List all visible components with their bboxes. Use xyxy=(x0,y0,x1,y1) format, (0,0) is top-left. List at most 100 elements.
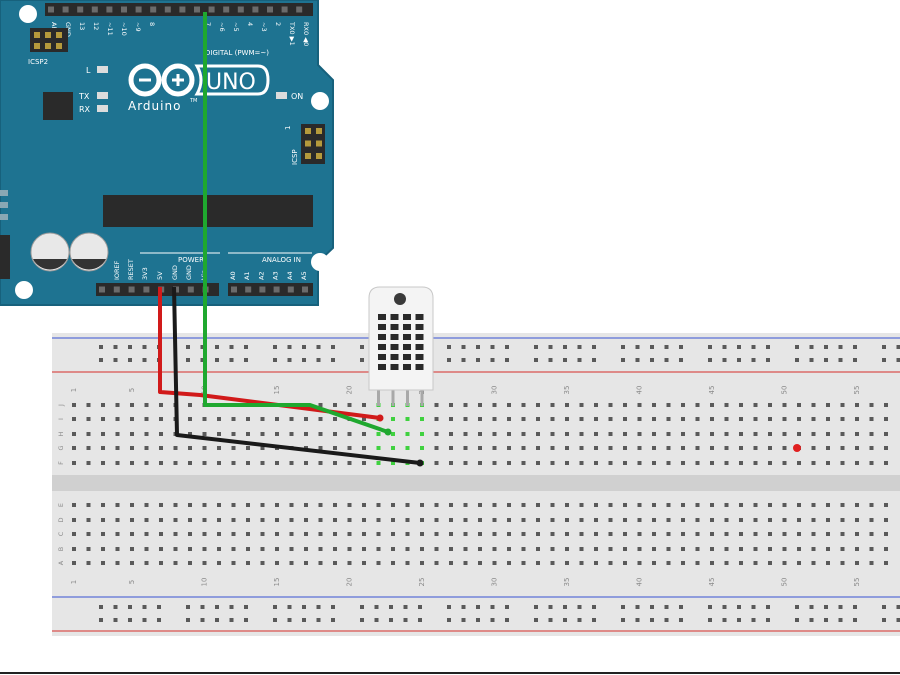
terminal-hole[interactable] xyxy=(289,417,294,421)
terminal-hole[interactable] xyxy=(782,503,787,507)
header-pin[interactable] xyxy=(273,286,280,293)
terminal-hole[interactable] xyxy=(565,417,569,421)
terminal-hole[interactable] xyxy=(826,561,830,565)
terminal-hole[interactable] xyxy=(797,547,801,551)
terminal-hole[interactable] xyxy=(753,461,758,465)
rail-hole[interactable] xyxy=(534,358,538,362)
terminal-hole[interactable] xyxy=(72,461,76,465)
terminal-hole[interactable] xyxy=(608,561,613,565)
rail-hole[interactable] xyxy=(708,345,712,349)
terminal-hole[interactable] xyxy=(695,518,700,522)
terminal-hole[interactable] xyxy=(275,547,279,551)
terminal-hole[interactable] xyxy=(666,561,671,565)
terminal-hole[interactable] xyxy=(260,461,265,465)
terminal-hole[interactable] xyxy=(797,518,801,522)
terminal-hole[interactable] xyxy=(594,547,598,551)
rail-hole[interactable] xyxy=(447,358,451,362)
terminal-hole[interactable] xyxy=(637,461,642,465)
rail-hole[interactable] xyxy=(896,358,900,362)
terminal-hole[interactable] xyxy=(144,561,149,565)
terminal-hole[interactable] xyxy=(521,446,526,450)
terminal-hole[interactable] xyxy=(666,547,671,551)
rail-hole[interactable] xyxy=(548,358,553,362)
rail-hole[interactable] xyxy=(186,605,190,609)
terminal-hole[interactable] xyxy=(826,403,830,407)
terminal-hole[interactable] xyxy=(666,461,671,465)
terminal-hole[interactable] xyxy=(579,417,584,421)
rail-hole[interactable] xyxy=(548,605,553,609)
terminal-hole[interactable] xyxy=(449,446,453,450)
terminal-hole[interactable] xyxy=(333,461,337,465)
terminal-hole[interactable] xyxy=(826,532,830,536)
terminal-hole[interactable] xyxy=(144,432,149,436)
terminal-hole[interactable] xyxy=(86,461,91,465)
terminal-hole[interactable] xyxy=(521,417,526,421)
terminal-hole[interactable] xyxy=(797,503,801,507)
terminal-hole[interactable] xyxy=(652,561,656,565)
terminal-hole[interactable] xyxy=(869,403,874,407)
terminal-hole[interactable] xyxy=(536,432,540,436)
terminal-hole[interactable] xyxy=(550,532,555,536)
terminal-hole[interactable] xyxy=(550,547,555,551)
terminal-hole[interactable] xyxy=(260,446,265,450)
terminal-hole[interactable] xyxy=(449,432,453,436)
terminal-hole[interactable] xyxy=(623,417,627,421)
rail-hole[interactable] xyxy=(273,605,277,609)
terminal-hole[interactable] xyxy=(753,547,758,551)
rail-hole[interactable] xyxy=(200,605,205,609)
terminal-hole[interactable] xyxy=(681,417,685,421)
terminal-hole[interactable] xyxy=(86,503,91,507)
terminal-hole[interactable] xyxy=(550,461,555,465)
rail-hole[interactable] xyxy=(302,618,306,622)
terminal-hole[interactable] xyxy=(536,547,540,551)
terminal-hole[interactable] xyxy=(463,417,468,421)
terminal-hole[interactable] xyxy=(101,461,105,465)
terminal-hole[interactable] xyxy=(579,446,584,450)
terminal-hole[interactable] xyxy=(420,561,424,565)
terminal-hole[interactable] xyxy=(130,532,134,536)
rail-hole[interactable] xyxy=(113,345,118,349)
terminal-hole[interactable] xyxy=(304,532,308,536)
terminal-hole[interactable] xyxy=(362,561,366,565)
rail-hole[interactable] xyxy=(722,345,727,349)
terminal-hole[interactable] xyxy=(594,417,598,421)
terminal-hole[interactable] xyxy=(144,518,149,522)
rail-hole[interactable] xyxy=(128,358,132,362)
terminal-hole[interactable] xyxy=(869,503,874,507)
rail-hole[interactable] xyxy=(838,345,843,349)
terminal-hole[interactable] xyxy=(565,503,569,507)
terminal-hole[interactable] xyxy=(173,547,178,551)
terminal-hole[interactable] xyxy=(768,461,772,465)
rail-hole[interactable] xyxy=(490,618,495,622)
rail-hole[interactable] xyxy=(316,358,321,362)
terminal-hole[interactable] xyxy=(376,503,381,507)
terminal-hole[interactable] xyxy=(739,446,743,450)
rail-hole[interactable] xyxy=(882,345,886,349)
rail-hole[interactable] xyxy=(142,605,147,609)
rail-hole[interactable] xyxy=(273,345,277,349)
terminal-hole[interactable] xyxy=(318,432,323,436)
rail-hole[interactable] xyxy=(157,605,161,609)
terminal-hole[interactable] xyxy=(260,561,265,565)
terminal-hole[interactable] xyxy=(246,503,250,507)
rail-hole[interactable] xyxy=(113,618,118,622)
terminal-hole[interactable] xyxy=(768,432,772,436)
terminal-hole[interactable] xyxy=(130,518,134,522)
terminal-hole[interactable] xyxy=(115,561,120,565)
terminal-hole[interactable] xyxy=(608,503,613,507)
terminal-hole[interactable] xyxy=(347,561,352,565)
rail-hole[interactable] xyxy=(534,605,538,609)
active-hole[interactable] xyxy=(376,461,381,465)
rail-hole[interactable] xyxy=(766,618,770,622)
terminal-hole[interactable] xyxy=(304,561,308,565)
terminal-hole[interactable] xyxy=(173,561,178,565)
terminal-hole[interactable] xyxy=(652,432,656,436)
terminal-hole[interactable] xyxy=(521,547,526,551)
terminal-hole[interactable] xyxy=(144,503,149,507)
rail-hole[interactable] xyxy=(316,605,321,609)
rail-hole[interactable] xyxy=(896,618,900,622)
terminal-hole[interactable] xyxy=(159,417,163,421)
rail-hole[interactable] xyxy=(476,605,480,609)
terminal-hole[interactable] xyxy=(405,547,410,551)
terminal-hole[interactable] xyxy=(884,446,888,450)
